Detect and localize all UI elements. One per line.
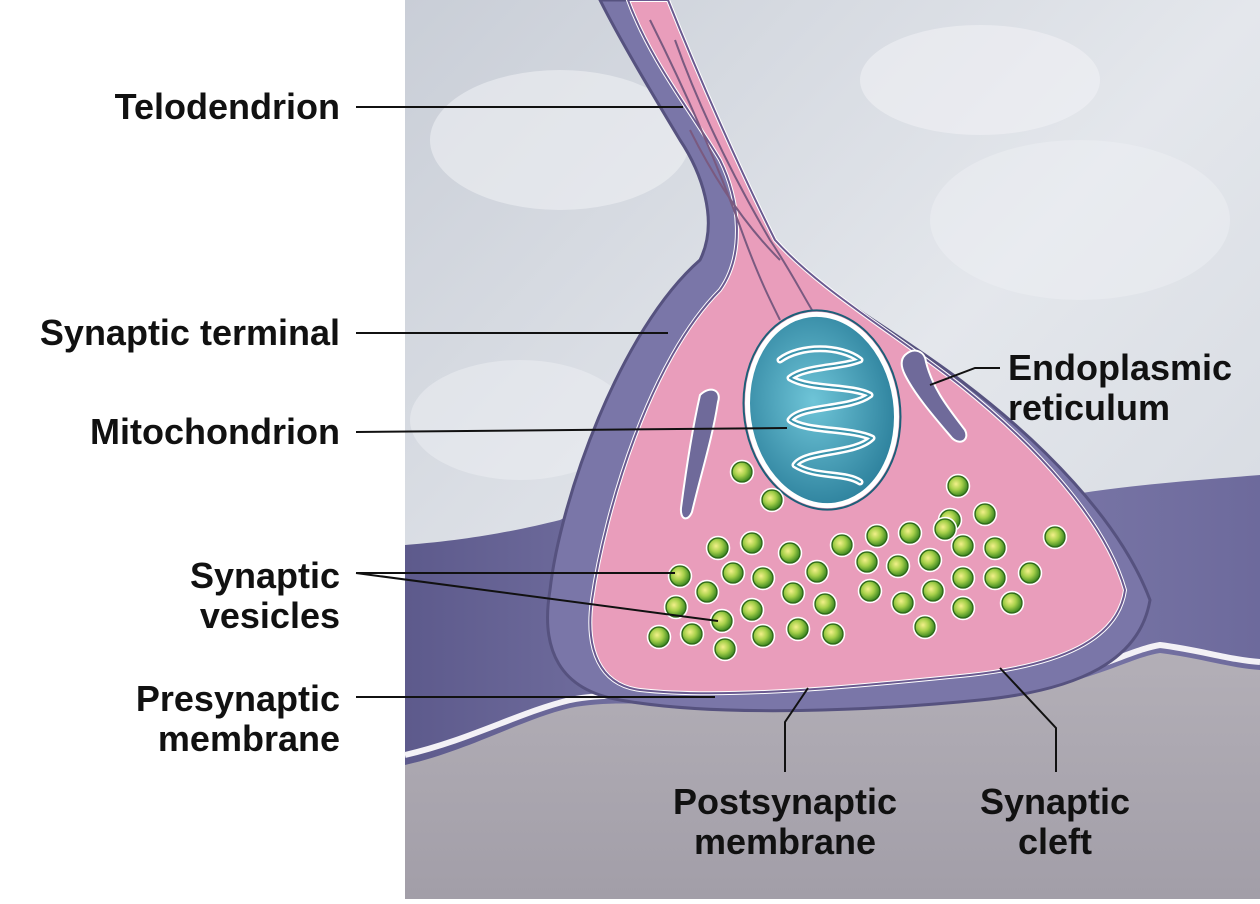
label-synaptic-terminal-text: Synaptic terminal — [0, 313, 340, 353]
synaptic-vesicle — [953, 598, 973, 618]
synaptic-vesicle — [953, 536, 973, 556]
synaptic-vesicle — [697, 582, 717, 602]
synaptic-vesicle — [753, 626, 773, 646]
synaptic-vesicle — [742, 533, 762, 553]
synaptic-vesicle — [975, 504, 995, 524]
label-endoplasmic-line2: reticulum — [1008, 388, 1258, 428]
synaptic-vesicle — [948, 476, 968, 496]
label-presynaptic-line2: membrane — [80, 719, 340, 759]
label-mitochondrion: Mitochondrion — [20, 412, 340, 452]
label-synaptic-terminal: Synaptic terminal — [0, 313, 340, 353]
synaptic-vesicle — [1045, 527, 1065, 547]
label-vesicles-line2: vesicles — [100, 596, 340, 636]
label-postsynaptic-membrane: Postsynaptic membrane — [650, 782, 920, 862]
synaptic-vesicle — [953, 568, 973, 588]
synaptic-vesicle — [985, 568, 1005, 588]
label-synaptic-cleft: Synaptic cleft — [950, 782, 1160, 862]
synaptic-vesicle — [670, 566, 690, 586]
label-postsynaptic-line2: membrane — [650, 822, 920, 862]
label-vesicles-line1: Synaptic — [100, 556, 340, 596]
synaptic-vesicle — [935, 519, 955, 539]
label-presynaptic-line1: Presynaptic — [80, 679, 340, 719]
synaptic-vesicle — [920, 550, 940, 570]
label-endoplasmic-reticulum: Endoplasmic reticulum — [1008, 348, 1258, 428]
synaptic-vesicle — [923, 581, 943, 601]
synaptic-vesicle — [780, 543, 800, 563]
synaptic-vesicle — [783, 583, 803, 603]
synaptic-vesicle — [823, 624, 843, 644]
synaptic-vesicle — [1002, 593, 1022, 613]
synaptic-vesicle — [723, 563, 743, 583]
synaptic-vesicle — [900, 523, 920, 543]
synaptic-vesicle — [867, 526, 887, 546]
synaptic-vesicle — [732, 462, 752, 482]
synaptic-vesicle — [788, 619, 808, 639]
synaptic-vesicle — [682, 624, 702, 644]
label-cleft-line1: Synaptic — [950, 782, 1160, 822]
label-telodendrion: Telodendrion — [40, 87, 340, 127]
synaptic-vesicle — [857, 552, 877, 572]
synaptic-vesicle — [753, 568, 773, 588]
synaptic-vesicle — [1020, 563, 1040, 583]
synaptic-vesicle — [715, 639, 735, 659]
cloud-texture — [860, 25, 1100, 135]
cloud-texture — [930, 140, 1230, 300]
synaptic-vesicle — [815, 594, 835, 614]
synaptic-vesicle — [649, 627, 669, 647]
synaptic-vesicle — [985, 538, 1005, 558]
synaptic-vesicle — [807, 562, 827, 582]
synaptic-vesicle — [888, 556, 908, 576]
label-telodendrion-text: Telodendrion — [40, 87, 340, 127]
label-synaptic-vesicles: Synaptic vesicles — [100, 556, 340, 636]
label-postsynaptic-line1: Postsynaptic — [650, 782, 920, 822]
label-mitochondrion-text: Mitochondrion — [20, 412, 340, 452]
label-endoplasmic-line1: Endoplasmic — [1008, 348, 1258, 388]
synaptic-vesicle — [915, 617, 935, 637]
synaptic-vesicle — [762, 490, 782, 510]
synaptic-vesicle — [893, 593, 913, 613]
synaptic-vesicle — [742, 600, 762, 620]
label-cleft-line2: cleft — [950, 822, 1160, 862]
synaptic-vesicle — [832, 535, 852, 555]
synaptic-vesicle — [860, 581, 880, 601]
synaptic-vesicle — [708, 538, 728, 558]
label-presynaptic-membrane: Presynaptic membrane — [80, 679, 340, 759]
